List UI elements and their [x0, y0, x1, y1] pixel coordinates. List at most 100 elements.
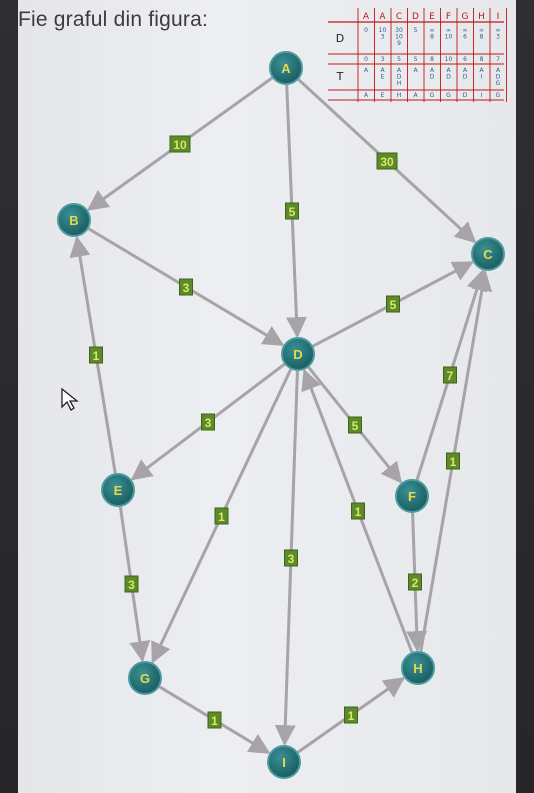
node-label: C: [483, 247, 493, 262]
edge-weight-D-C: 5: [386, 295, 400, 313]
node-B: B: [57, 203, 91, 237]
table-cell: A: [413, 92, 418, 99]
edge-weight-H-C: 1: [446, 452, 460, 470]
table-cell: A: [430, 67, 435, 74]
table-cell: ∞: [446, 27, 451, 34]
edge-weight-I-H: 1: [344, 706, 358, 724]
table-cell: 8: [430, 56, 434, 63]
table-cell: E: [381, 74, 385, 81]
table-cell: ∞: [479, 27, 484, 34]
svg-text:5: 5: [289, 205, 296, 219]
table-header-cell: G: [462, 12, 469, 22]
node-F: F: [395, 479, 429, 513]
table-header-cell: A: [379, 12, 386, 22]
table-cell: H: [397, 92, 402, 99]
table-cell: A: [364, 92, 369, 99]
node-C: C: [471, 237, 505, 271]
node-label: F: [408, 489, 416, 504]
table-cell: A: [496, 67, 501, 74]
svg-text:2: 2: [412, 576, 419, 590]
edge-weight-F-C: 7: [443, 366, 457, 384]
node-I: I: [267, 745, 301, 779]
table-cell: 30: [395, 27, 403, 34]
table-cell: D: [463, 74, 468, 81]
edge-weight-B-D: 3: [179, 278, 193, 296]
table-header-cell: A: [363, 12, 370, 22]
table-cell: I: [481, 92, 483, 99]
table-cell: 3: [496, 34, 500, 41]
table-cell: 0: [364, 27, 368, 34]
table-cell: 0: [364, 56, 368, 63]
svg-text:1: 1: [93, 349, 100, 363]
table-cell: 6: [463, 56, 467, 63]
table-cell: 10: [379, 27, 387, 34]
node-G: G: [128, 661, 162, 695]
svg-text:5: 5: [352, 419, 359, 433]
table-cell: 5: [414, 27, 418, 34]
table-cell: D: [397, 74, 402, 81]
table-header-cell: D: [412, 12, 419, 22]
edge-weight-D-E: 3: [201, 413, 215, 431]
table-cell: 5: [414, 56, 418, 63]
node-label: I: [282, 755, 286, 770]
table-cell: 9: [397, 40, 401, 47]
table-cell: 10: [395, 34, 403, 41]
table-cell: E: [381, 92, 385, 99]
node-H: H: [401, 651, 435, 685]
table-cell: ∞: [496, 27, 501, 34]
table-cell: D: [430, 74, 435, 81]
node-label: A: [281, 61, 291, 76]
node-E: E: [101, 473, 135, 507]
table-row-label: T: [336, 70, 344, 83]
table-cell: D: [446, 74, 451, 81]
edge-weight-G-I: 1: [207, 711, 222, 729]
edge-weight-D-F: 5: [348, 416, 362, 434]
table-cell: 7: [496, 56, 500, 63]
svg-text:7: 7: [447, 369, 454, 383]
node-label: E: [114, 483, 123, 498]
table-cell: A: [413, 67, 418, 74]
table-cell: 8: [480, 56, 484, 63]
table-header-cell: F: [446, 12, 451, 22]
edge-weight-A-B: 10: [169, 135, 191, 153]
svg-text:30: 30: [380, 155, 394, 169]
node-D: D: [281, 337, 315, 371]
table-header-cell: E: [429, 12, 435, 22]
table-header-cell: H: [478, 12, 485, 22]
table-cell: A: [380, 67, 385, 74]
edge-weight-A-C: 30: [376, 152, 398, 170]
table-cell: 10: [445, 34, 453, 41]
node-label: G: [140, 671, 150, 686]
edge-weight-E-G: 3: [124, 575, 139, 593]
edge-weight-E-B: 1: [89, 346, 103, 364]
table-cell: 8: [430, 34, 434, 41]
table-header-cell: I: [497, 12, 500, 22]
edge-weight-H-D: 1: [351, 502, 365, 520]
edge-weight-F-H: 2: [408, 573, 422, 591]
svg-text:1: 1: [450, 455, 457, 469]
table-cell: ∞: [430, 27, 435, 34]
svg-text:1: 1: [218, 510, 225, 524]
table-header-cell: C: [396, 12, 402, 22]
table-cell: A: [463, 67, 468, 74]
svg-text:5: 5: [390, 298, 397, 312]
node-A: A: [269, 51, 303, 85]
node-label: H: [413, 661, 422, 676]
table-cell: 10: [445, 56, 453, 63]
svg-text:3: 3: [128, 578, 135, 592]
table-cell: 3: [381, 56, 385, 63]
table-cell: ∞: [463, 27, 468, 34]
svg-text:10: 10: [173, 138, 187, 152]
svg-text:1: 1: [211, 714, 218, 728]
svg-text:3: 3: [288, 552, 295, 566]
table-cell: G: [446, 92, 451, 99]
node-label: D: [293, 347, 302, 362]
table-cell: G: [496, 80, 501, 87]
table-cell: 8: [480, 34, 484, 41]
table-cell: I: [481, 74, 483, 81]
problem-title: Fie graful din figura:: [18, 8, 208, 31]
table-cell: A: [479, 67, 484, 74]
svg-text:3: 3: [205, 416, 212, 430]
svg-text:3: 3: [183, 281, 190, 295]
